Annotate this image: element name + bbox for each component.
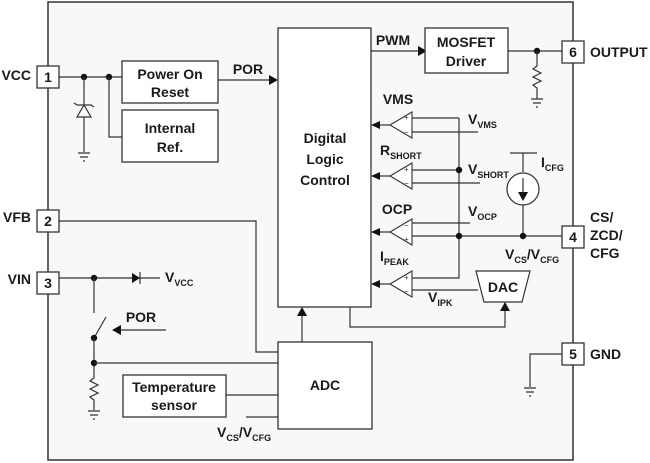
resistor-icon [88, 377, 100, 410]
ground-icon [531, 98, 543, 108]
pin-6: 6 [561, 40, 585, 64]
pin-5-number: 5 [569, 346, 577, 362]
ref-block-line1: Internal [145, 120, 196, 136]
adc-label: ADC [310, 377, 340, 393]
por-switch-label: POR [126, 309, 156, 325]
logic-line2: Logic [306, 151, 344, 167]
current-source-icon [506, 172, 540, 206]
rshort-label: RSHORT [380, 142, 422, 161]
junction-dot [455, 232, 463, 240]
arrow-icon [112, 325, 121, 335]
dac-label: DAC [488, 279, 518, 295]
junction-dot [455, 166, 463, 174]
ipeak-label: IPEAK [380, 248, 409, 267]
arrow-icon [371, 280, 380, 288]
temp-line2: sensor [151, 397, 197, 413]
pin-3-number: 3 [44, 275, 52, 291]
ref-wire [108, 77, 122, 138]
pin-2-label: VFB [3, 209, 31, 225]
pwm-label: PWM [376, 32, 410, 48]
dac-block [475, 270, 531, 303]
driver-line1: MOSFET [437, 34, 496, 50]
svg-text:−: − [404, 128, 409, 137]
ocp-input-wires [412, 222, 562, 237]
arrow-icon [297, 307, 307, 316]
logic-to-dac-wire [349, 307, 506, 328]
power-on-reset-block [121, 60, 219, 104]
vvcc-label: VVCC [165, 269, 194, 288]
vms-input-wires [412, 117, 478, 133]
ocp-label: OCP [382, 201, 412, 217]
pin-3: 3 [36, 271, 60, 295]
adc-vcs-vcfg-label: VCS/VCFG [217, 424, 271, 443]
pin-4-label-line1: CS/ [590, 209, 613, 225]
pin-2: 2 [36, 209, 60, 233]
ground-icon [88, 410, 100, 420]
pin-4-label-line2: ZCD/ [590, 227, 623, 243]
arrow-icon [371, 121, 380, 129]
vshort-label: VSHORT [468, 161, 509, 180]
junction-dot [519, 232, 527, 240]
pin-1-label: VCC [1, 67, 31, 83]
logic-line3: Control [300, 172, 350, 188]
vcs-vcfg-label: VCS/VCFG [505, 246, 559, 265]
vocp-label: VOCP [468, 203, 497, 222]
internal-ref-block [121, 109, 219, 163]
por-signal-label: POR [233, 61, 263, 77]
pin-2-number: 2 [44, 213, 52, 229]
vms-comparator-icon: + − [388, 111, 413, 139]
arrow-icon [269, 75, 278, 85]
rshort-input-wires [412, 169, 480, 184]
temperature-sensor-block [122, 374, 227, 418]
pin-4-label-line3: CFG [590, 245, 620, 261]
switch-icon [93, 316, 107, 339]
vipk-label: VIPK [428, 289, 453, 308]
pin-3-label: VIN [8, 271, 31, 287]
icfg-label: ICFG [541, 154, 564, 173]
pin-1-number: 1 [44, 69, 52, 85]
digital-logic-control-block [277, 27, 372, 308]
pin-6-number: 6 [569, 44, 577, 60]
ground-icon [78, 152, 90, 162]
ref-block-line2: Ref. [157, 139, 183, 155]
svg-text:−: − [404, 179, 409, 188]
por-block-line1: Power On [137, 66, 202, 82]
vvms-label: VVMS [468, 111, 497, 130]
icfg-supply-wire [510, 152, 537, 172]
zener-diode-icon [73, 77, 95, 152]
driver-line2: Driver [446, 53, 487, 69]
diode-icon [132, 272, 141, 284]
pin-5: 5 [561, 342, 585, 366]
svg-text:−: − [404, 221, 409, 230]
por-block-line2: Reset [151, 84, 189, 100]
arrow-icon [500, 302, 510, 311]
pin-4-number: 4 [569, 229, 577, 245]
svg-text:+: + [404, 235, 409, 244]
ipeak-input-wires [412, 270, 478, 291]
gnd-wire [529, 353, 562, 387]
arrow-icon [418, 46, 427, 56]
arrow-icon [371, 228, 380, 236]
pin-6-label: OUTPUT [590, 44, 648, 60]
ipeak-comparator-icon: + − [388, 270, 413, 298]
logic-line1: Digital [304, 130, 347, 146]
ocp-comparator-icon: − + [388, 218, 413, 246]
pin-1: 1 [36, 65, 60, 89]
temp-line1: Temperature [132, 379, 216, 395]
mosfet-driver-block [424, 27, 509, 74]
svg-text:+: + [404, 113, 409, 122]
resistor-icon [531, 51, 543, 99]
adc-block [277, 341, 373, 430]
ground-icon [524, 387, 536, 397]
rshort-comparator-icon: + − [388, 162, 413, 190]
vfb-wire [59, 220, 278, 353]
vms-label: VMS [383, 91, 413, 107]
svg-text:−: − [404, 287, 409, 296]
pin-5-label: GND [590, 346, 621, 362]
pin-4: 4 [561, 225, 585, 249]
svg-text:+: + [404, 165, 409, 174]
arrow-icon [371, 172, 380, 180]
svg-text:+: + [404, 273, 409, 282]
